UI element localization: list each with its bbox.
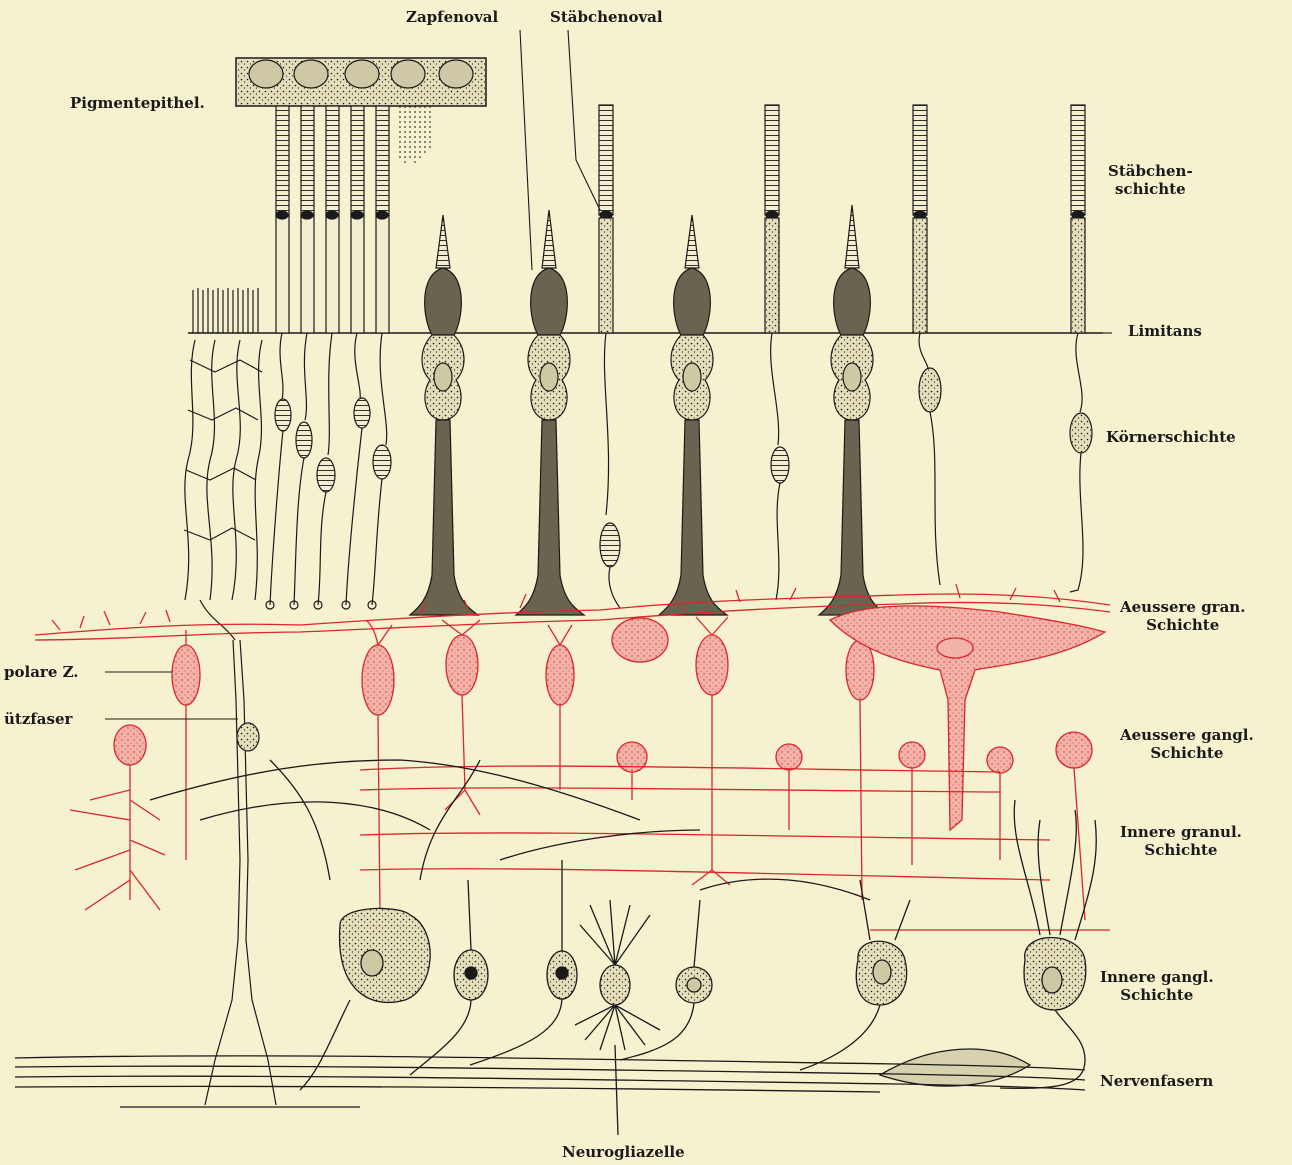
rod-cluster-left: [266, 106, 391, 609]
cone-cell: [410, 215, 478, 615]
ganglion-cell: [800, 880, 910, 1070]
bipolar-cell: [846, 615, 874, 900]
label-staebchenschichte: Stäbchen- schichte: [1108, 162, 1193, 198]
large-horizontal-cell: [830, 606, 1105, 830]
label-line: Innere gangl.: [1100, 968, 1214, 986]
rod-cell: [317, 106, 339, 605]
cone-cell: [659, 215, 727, 615]
amacrine-cell-body: [987, 747, 1013, 773]
neuroglia-cell: [575, 900, 660, 1050]
label-staebchenoval: Stäbchenoval: [550, 8, 663, 26]
rod-cell: [372, 106, 391, 605]
ganglion-dendrites: [150, 760, 870, 900]
label-bipolare-zelle: polare Z.: [4, 663, 79, 681]
bipolar-cell: [692, 617, 730, 885]
rod-cell: [270, 106, 291, 605]
label-aeussere-gran-schichte: Aeussere gran. Schichte: [1120, 598, 1245, 634]
label-line: Schichte: [1100, 986, 1214, 1004]
rod-cell: [294, 106, 314, 605]
label-line: Schichte: [1120, 616, 1245, 634]
label-line: Aeussere gran.: [1120, 598, 1245, 616]
staebchenoval-leader: [568, 30, 600, 210]
amacrine-cell: [70, 725, 165, 910]
label-koernerschichte: Körnerschichte: [1106, 428, 1236, 446]
mueller-fiber-nucleus: [237, 723, 259, 751]
cone-cell: [516, 210, 584, 615]
rod-cell: [599, 105, 620, 608]
amacrine-cell-body: [899, 742, 925, 768]
label-pigmentepithel: Pigmentepithel.: [70, 94, 205, 112]
label-innere-granul-schichte: Innere granul. Schichte: [1120, 823, 1242, 859]
label-line: Aeussere gangl.: [1120, 726, 1254, 744]
cone-cell: [819, 205, 887, 615]
label-stuetzfaser: ützfaser: [4, 710, 72, 728]
amacrine-cell-body: [776, 744, 802, 770]
label-innere-gangl-schichte: Innere gangl. Schichte: [1100, 968, 1214, 1004]
neurogliazelle-pointer: [615, 1045, 618, 1135]
fibre-brush: [193, 288, 258, 333]
label-line: Innere granul.: [1120, 823, 1242, 841]
bipolar-cell: [546, 625, 574, 790]
rod-cell: [346, 106, 370, 605]
rod-outer-segment-marks: [276, 211, 388, 219]
red-neural-network: [35, 584, 1110, 935]
label-nervenfasern: Nervenfasern: [1100, 1072, 1213, 1090]
rod-cell: [913, 105, 941, 585]
bipolar-cell: [172, 630, 200, 860]
rod-spherules: [266, 601, 376, 609]
horizontal-cell: [612, 618, 668, 662]
inner-plexiform-red: [360, 766, 1110, 930]
label-line: schichte: [1108, 180, 1193, 198]
mueller-fiber-column: [184, 288, 276, 1105]
cones-and-rods: [410, 105, 1092, 615]
zapfenoval-leader: [520, 30, 532, 270]
ganglion-cell: [1000, 800, 1096, 1088]
ganglion-cell: [300, 908, 430, 1090]
bipolar-cell: [362, 620, 394, 935]
label-neurogliazelle: Neurogliazelle: [562, 1143, 685, 1161]
label-limitans: Limitans: [1128, 322, 1202, 340]
rod-cell: [765, 105, 789, 600]
rod-cell: [1070, 105, 1092, 592]
label-aeussere-gangl-schichte: Aeussere gangl. Schichte: [1120, 726, 1254, 762]
optic-fiber-spindle: [880, 1049, 1030, 1086]
amacrine-cell-body: [1056, 732, 1092, 768]
amacrine-cell-body: [617, 742, 647, 772]
label-zapfenoval: Zapfenoval: [406, 8, 498, 26]
bipolar-cell: [442, 620, 480, 815]
pigment-processes: [400, 106, 430, 166]
label-line: Schichte: [1120, 841, 1242, 859]
label-line: Stäbchen-: [1108, 162, 1193, 180]
label-line: Schichte: [1120, 744, 1254, 762]
ganglion-cell: [620, 900, 712, 1060]
